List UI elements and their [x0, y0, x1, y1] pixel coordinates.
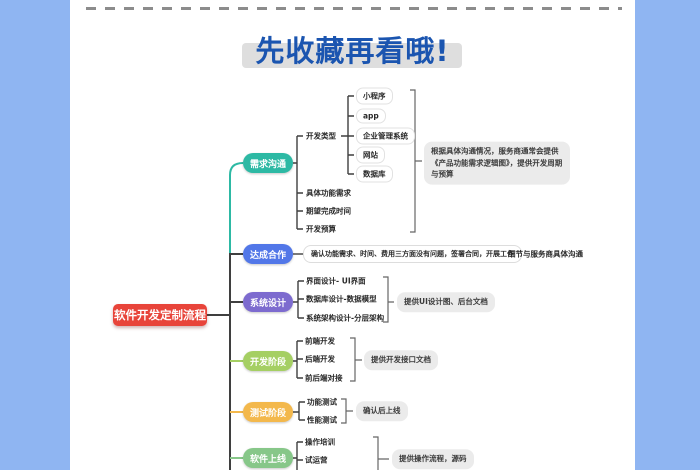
branch-testing: 测试阶段 [243, 402, 293, 422]
child-trial-operation: 试运营 [305, 455, 328, 465]
child-dev-type: 开发类型 [306, 131, 336, 141]
page-title: 先收藏再看哦! [255, 34, 450, 68]
child-backend: 后端开发 [305, 354, 335, 364]
note-launch: 提供操作流程，源码 [392, 449, 474, 469]
child-operation-training: 操作培训 [305, 437, 335, 447]
child-integration: 前后端对接 [305, 373, 343, 383]
leaf-enterprise-system: 企业管理系统 [356, 127, 415, 145]
leaf-database: 数据库 [356, 165, 393, 183]
child-db-design: 数据库设计-数据模型 [306, 294, 377, 304]
child-expected-time: 期望完成时间 [306, 206, 351, 216]
child-confirm-contract: 确认功能需求、时间、费用三方面没有问题，签署合同，开展工作 [303, 245, 522, 263]
root-node: 软件开发定制流程 [113, 304, 207, 326]
child-dev-budget: 开发预算 [306, 224, 336, 234]
top-dashed-divider [86, 7, 622, 10]
leaf-website: 网站 [356, 146, 385, 164]
note-system-design: 提供UI设计图、后台文档 [397, 292, 495, 312]
leaf-miniprogram: 小程序 [356, 87, 393, 105]
note-cooperation: 细节与服务商具体沟通 [508, 249, 583, 259]
leaf-app: app [356, 108, 386, 124]
note-requirements: 根据具体沟通情况，服务商通常会提供《产品功能需求逻辑图》，提供开发周期与预算 [424, 141, 570, 185]
note-testing: 确认后上线 [356, 401, 408, 421]
child-performance-test: 性能测试 [307, 415, 337, 425]
note-development: 提供开发接口文档 [364, 350, 438, 370]
branch-development: 开发阶段 [243, 351, 293, 371]
child-ui-design: 界面设计- UI界面 [306, 276, 366, 286]
branch-cooperation: 达成合作 [243, 244, 293, 264]
white-panel [70, 0, 635, 470]
child-function-req: 具体功能需求 [306, 188, 351, 198]
child-frontend: 前端开发 [305, 336, 335, 346]
branch-launch: 软件上线 [243, 448, 293, 468]
title-highlight-bar [242, 43, 462, 68]
branch-requirements: 需求沟通 [243, 153, 293, 173]
branch-system-design: 系统设计 [243, 292, 293, 312]
child-architecture: 系统架构设计-分层架构 [306, 313, 385, 323]
child-function-test: 功能测试 [307, 397, 337, 407]
